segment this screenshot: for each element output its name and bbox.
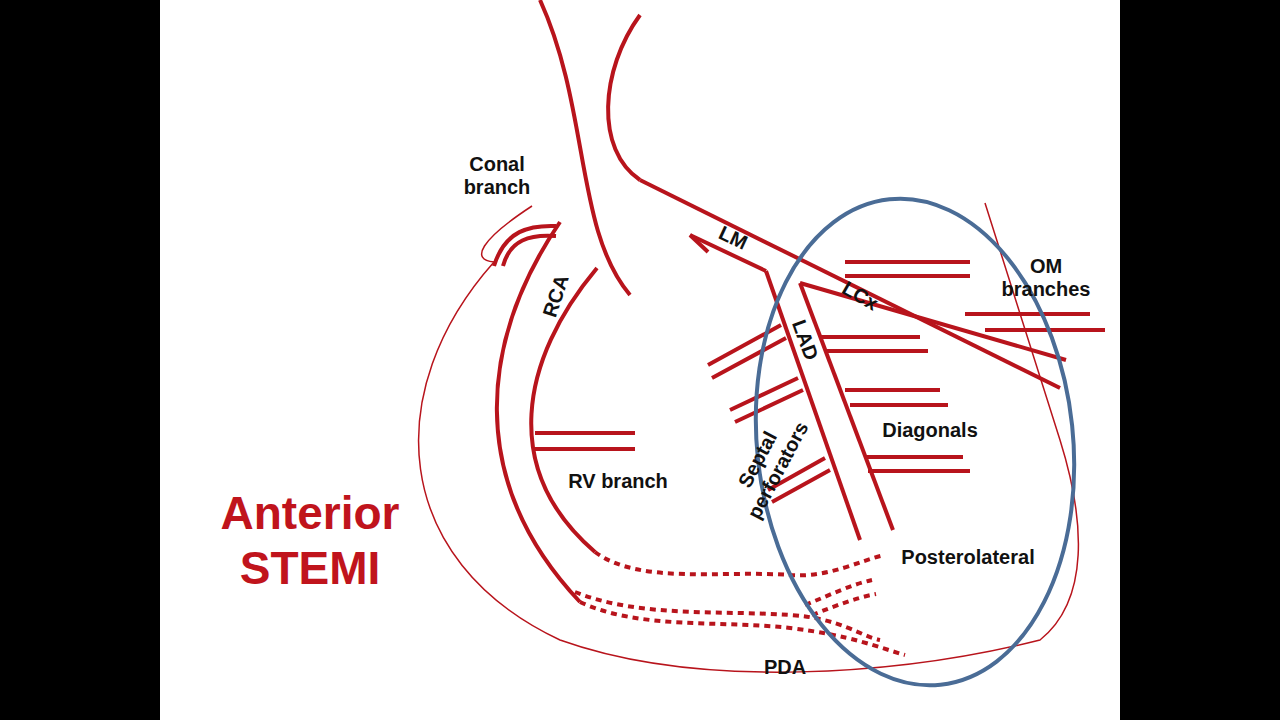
vessel-label: OM branches	[989, 255, 1104, 301]
distal-branch	[805, 580, 872, 605]
diagonal-branch	[820, 337, 928, 351]
diagonal-branch	[845, 390, 948, 405]
septal-branch	[708, 325, 786, 378]
vessel-label: Conal branch	[457, 153, 537, 199]
conal-vessel	[503, 236, 556, 266]
diagonal-branch	[865, 457, 970, 471]
vessel-label: PDA	[750, 656, 820, 679]
aorta-wall	[608, 15, 640, 180]
rca-vessel	[497, 222, 580, 602]
om-branch	[965, 314, 1105, 330]
pda-vessel	[575, 592, 880, 640]
conal-leader	[482, 206, 532, 262]
lm-vessel	[690, 235, 708, 252]
vessel-label: Posterolateral	[883, 546, 1053, 569]
rv-branch	[535, 433, 635, 449]
vessel-label: RV branch	[548, 470, 688, 493]
vessel-label: Diagonals	[865, 419, 995, 442]
heart-outline	[419, 203, 1079, 672]
slide-background	[160, 0, 1120, 720]
septal-branch	[730, 378, 803, 422]
distal-branch	[812, 594, 876, 615]
om-branch	[845, 262, 970, 276]
conal-vessel	[494, 226, 556, 266]
slide-title: Anterior STEMI	[195, 486, 425, 596]
posterolateral-vessel	[595, 552, 885, 575]
pda-vessel	[580, 602, 905, 655]
